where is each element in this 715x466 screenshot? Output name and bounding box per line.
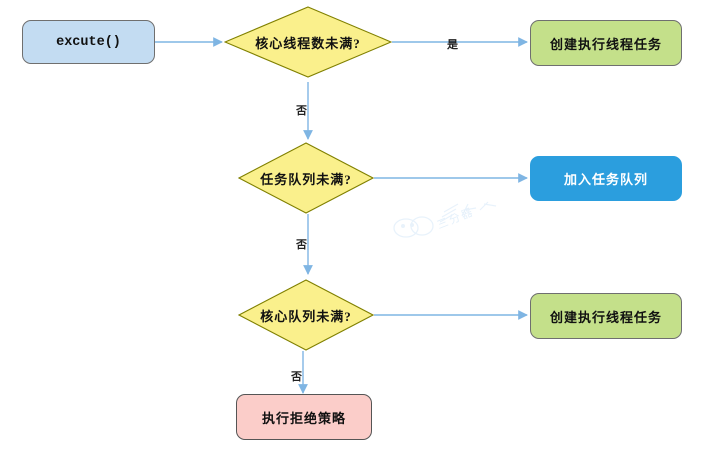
diamond-shape-core-queue xyxy=(238,279,374,351)
node-decision-task-queue[interactable]: 任务队列未满? xyxy=(238,142,374,214)
edge-label-no-task-queue: 否 xyxy=(296,239,307,251)
node-create-thread-task-2[interactable]: 创建执行线程任务 xyxy=(530,293,682,339)
diamond-shape-core-threads xyxy=(224,6,392,78)
node-decision-core-queue[interactable]: 核心队列未满? xyxy=(238,279,374,351)
edge-label-yes-core-threads: 是 xyxy=(447,39,458,51)
node-decision-core-threads[interactable]: 核心线程数未满? xyxy=(224,6,392,78)
node-label-decision-core-queue: 核心队列未满? xyxy=(260,308,352,324)
diamond-shape-task-queue xyxy=(238,142,374,214)
node-create-thread-task-1[interactable]: 创建执行线程任务 xyxy=(530,20,682,66)
node-label-decision-task-queue: 任务队列未满? xyxy=(260,171,352,187)
watermark-text: 三分器 xyxy=(435,206,477,232)
node-enqueue-task[interactable]: 加入任务队列 xyxy=(530,156,682,201)
edge-label-no-core-queue: 否 xyxy=(291,371,302,383)
node-start-execute[interactable]: excute() xyxy=(22,20,155,64)
edge-label-no-core-threads: 否 xyxy=(296,105,307,117)
node-reject-policy[interactable]: 执行拒绝策略 xyxy=(236,394,372,440)
watermark-logo-icon xyxy=(393,201,497,238)
node-label-decision-core-threads: 核心线程数未满? xyxy=(255,35,361,51)
watermark: 三分器 xyxy=(392,200,502,240)
